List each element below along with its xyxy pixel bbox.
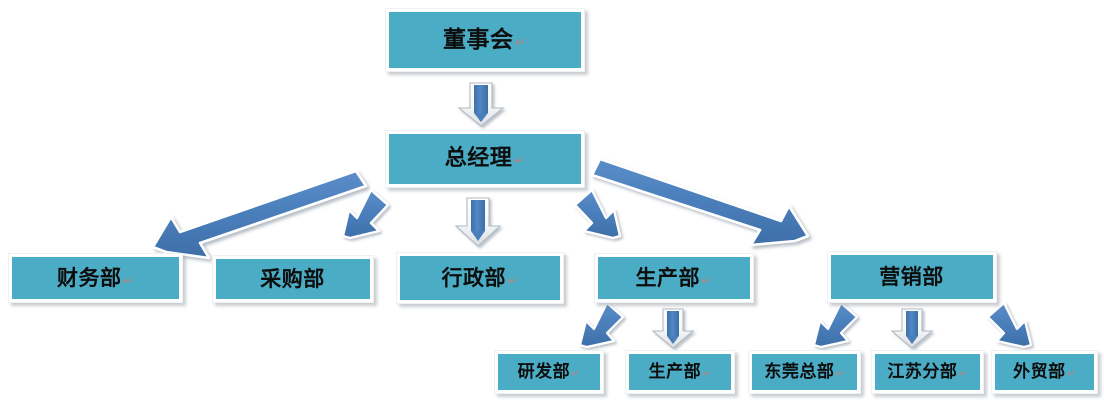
pilcrow-mark: ↵ <box>835 367 845 380</box>
node-marketing-dept-body: 营销部 <box>831 255 993 299</box>
connector-gm-to-produce <box>573 188 622 240</box>
node-jiangsu-branch[interactable]: 江苏分部↵ <box>871 350 984 394</box>
node-administration-dept-body: 行政部↵ <box>400 256 560 300</box>
node-dongguan-headquarters-body: 东莞总部↵ <box>752 354 857 390</box>
connector-gm-to-admin <box>454 197 502 247</box>
node-board-body: 董事会↵ <box>389 12 581 68</box>
node-rnd-dept[interactable]: 研发部↵ <box>494 350 604 394</box>
pilcrow-mark: ↵ <box>958 367 968 380</box>
node-marketing-dept-label: 营销部 <box>879 264 944 289</box>
node-finance-dept[interactable]: 财务部↵ <box>8 253 183 303</box>
node-board[interactable]: 董事会↵ <box>385 8 585 72</box>
node-jiangsu-branch-label: 江苏分部↵ <box>887 361 968 382</box>
connector-gm-to-marketing <box>590 157 810 247</box>
node-rnd-dept-body: 研发部↵ <box>498 354 600 390</box>
pilcrow-mark: ↵ <box>514 34 527 51</box>
node-finance-dept-label: 财务部↵ <box>57 265 134 290</box>
connector-gm-to-purchase <box>341 188 390 240</box>
pilcrow-mark: ↵ <box>571 367 581 380</box>
node-rnd-dept-label: 研发部↵ <box>517 361 581 382</box>
node-production-dept-body: 生产部↵ <box>598 257 750 299</box>
node-foreign-trade-dept[interactable]: 外贸部↵ <box>991 350 1098 394</box>
node-dongguan-headquarters-label: 东莞总部↵ <box>764 361 845 382</box>
node-general-manager[interactable]: 总经理↵ <box>385 130 585 188</box>
connector-gm-to-finance <box>151 169 368 260</box>
node-production-sub-dept-label: 生产部↵ <box>648 361 712 382</box>
node-marketing-dept[interactable]: 营销部 <box>827 251 997 303</box>
connector-marketing-to-jiangsu <box>890 308 934 349</box>
connector-produce-to-rnd <box>578 301 625 349</box>
node-administration-dept[interactable]: 行政部↵ <box>396 252 564 304</box>
node-dongguan-headquarters[interactable]: 东莞总部↵ <box>748 350 861 394</box>
node-foreign-trade-dept-label: 外贸部↵ <box>1013 361 1076 382</box>
pilcrow-mark: ↵ <box>513 153 526 169</box>
node-purchasing-dept-label: 采购部 <box>260 266 325 291</box>
node-board-label: 董事会↵ <box>443 26 527 53</box>
connector-marketing-to-trade <box>986 301 1033 349</box>
node-administration-dept-label: 行政部↵ <box>441 265 519 290</box>
pilcrow-mark: ↵ <box>702 367 712 380</box>
node-finance-dept-body: 财务部↵ <box>12 257 179 299</box>
node-general-manager-body: 总经理↵ <box>389 134 581 184</box>
pilcrow-mark: ↵ <box>507 273 519 289</box>
connector-produce-to-prod2 <box>651 308 695 349</box>
node-production-dept-label: 生产部↵ <box>635 265 713 290</box>
pilcrow-mark: ↵ <box>1066 367 1076 380</box>
node-purchasing-dept-body: 采购部 <box>216 259 370 299</box>
pilcrow-mark: ↵ <box>122 273 134 289</box>
connector-marketing-to-dongguan <box>812 301 859 349</box>
node-purchasing-dept[interactable]: 采购部 <box>212 255 374 303</box>
node-jiangsu-branch-body: 江苏分部↵ <box>875 354 980 390</box>
node-foreign-trade-dept-body: 外贸部↵ <box>995 354 1094 390</box>
node-production-dept[interactable]: 生产部↵ <box>594 253 754 303</box>
node-production-sub-dept-body: 生产部↵ <box>629 354 731 390</box>
node-production-sub-dept[interactable]: 生产部↵ <box>625 350 735 394</box>
pilcrow-mark: ↵ <box>701 273 713 289</box>
node-general-manager-label: 总经理↵ <box>444 146 526 171</box>
connector-board-to-gm <box>457 82 505 127</box>
